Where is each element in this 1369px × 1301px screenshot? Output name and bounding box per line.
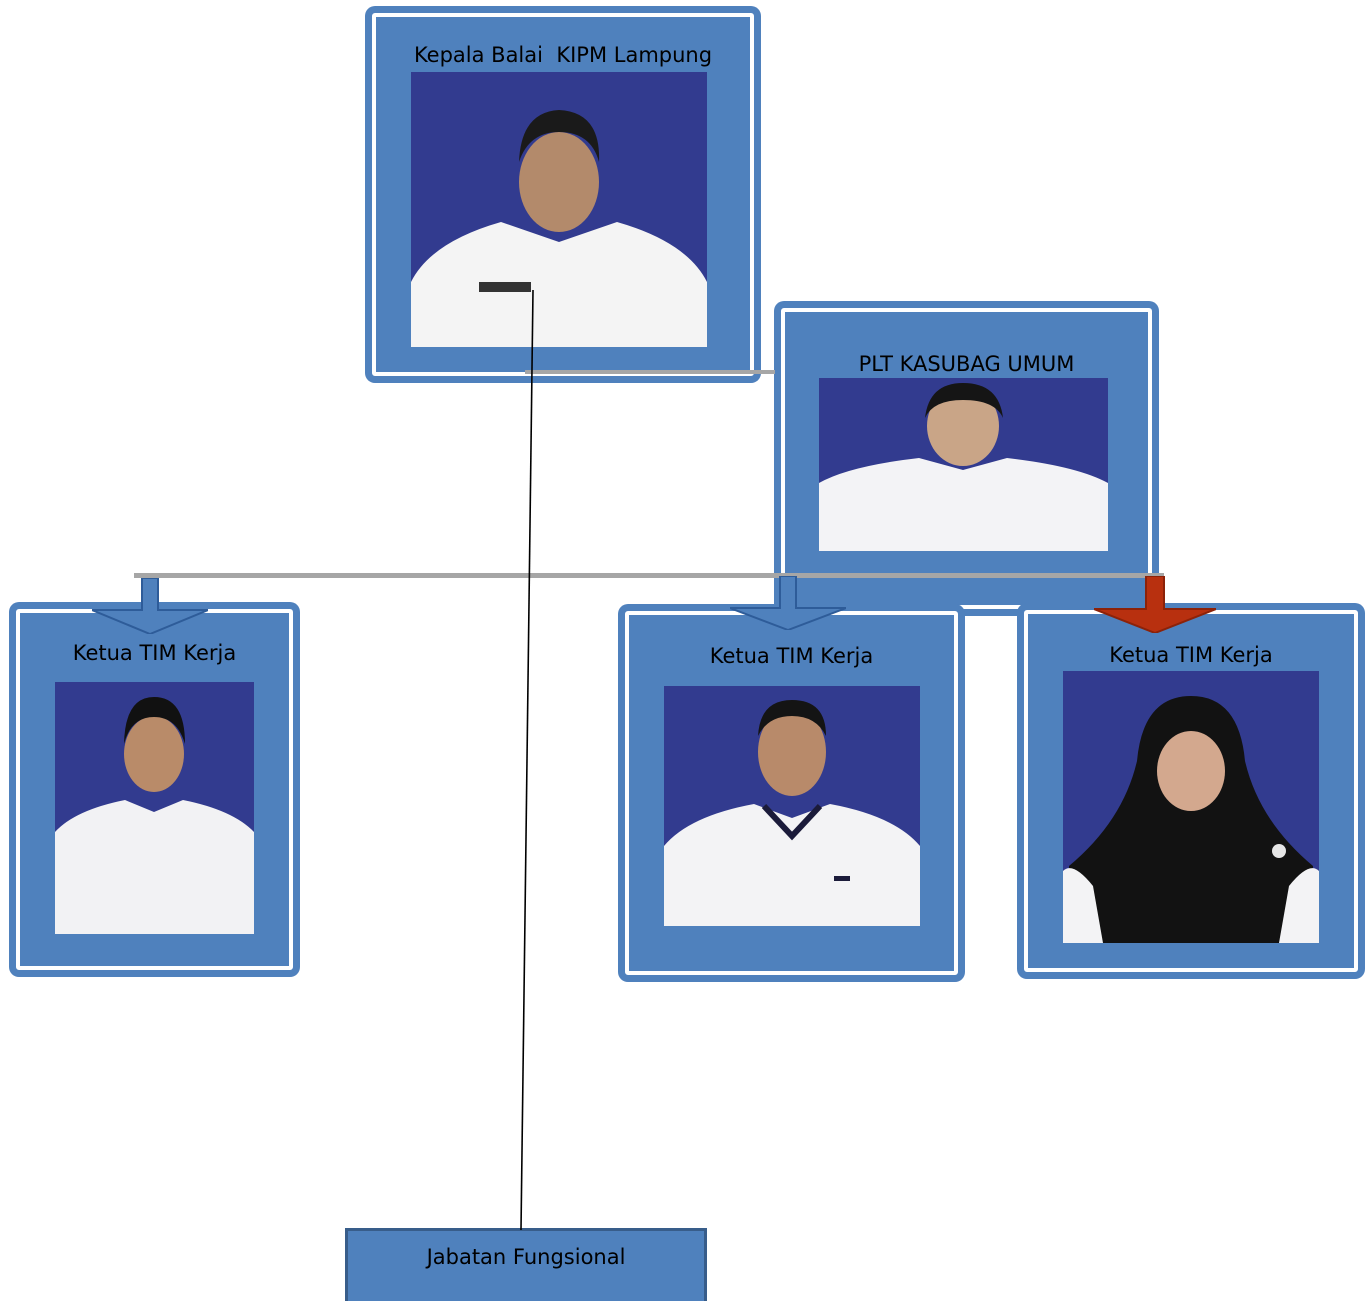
person-photo-icon [819, 378, 1108, 551]
person-photo-icon [664, 686, 920, 926]
node-ketua-tim-middle: Ketua TIM Kerja [618, 604, 965, 982]
connector-kepala-kasubag [525, 370, 775, 374]
arrow-down-icon [92, 578, 208, 634]
node-kasubag-umum: PLT KASUBAG UMUM [774, 301, 1159, 616]
node-jabatan-fungsional: Jabatan Fungsional [345, 1228, 707, 1301]
node-title: Ketua TIM Kerja [72, 641, 237, 665]
connector-horizontal-bus [134, 573, 1164, 578]
person-photo-icon [55, 682, 254, 934]
node-inner-border [781, 308, 1152, 609]
person-photo-icon [411, 72, 707, 347]
node-title: Jabatan Fungsional [426, 1245, 626, 1269]
node-title: Ketua TIM Kerja [709, 644, 874, 668]
node-kepala-balai: Kepala Balai KIPM Lampung [365, 6, 761, 383]
node-ketua-tim-right: Ketua TIM Kerja [1017, 603, 1365, 979]
arrow-down-red-icon [1094, 576, 1216, 633]
person-photo-icon [1063, 671, 1319, 943]
node-title: PLT KASUBAG UMUM [858, 352, 1075, 376]
node-title: Ketua TIM Kerja [1109, 643, 1273, 667]
node-title: Kepala Balai KIPM Lampung [413, 43, 713, 67]
node-ketua-tim-left: Ketua TIM Kerja [9, 602, 300, 977]
node-inner-border [372, 13, 754, 376]
arrow-down-icon [730, 576, 846, 630]
